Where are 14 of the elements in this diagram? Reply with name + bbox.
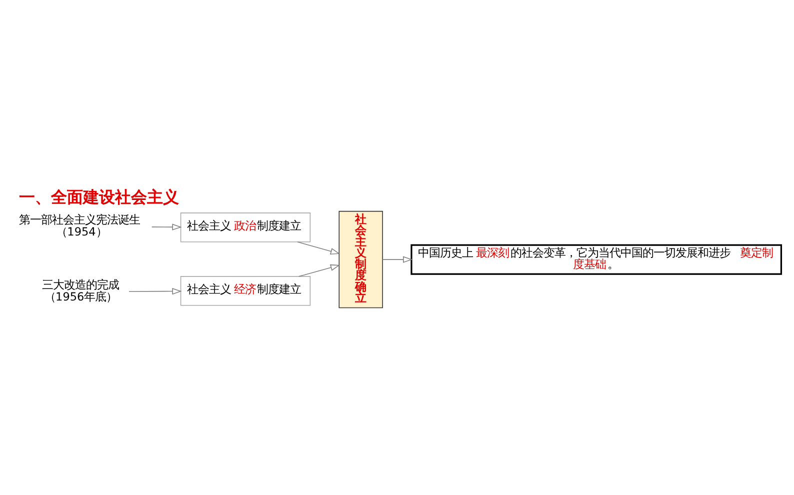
diagram-title: 一、全面建设社会主义 [19, 187, 180, 206]
arrow [297, 241, 340, 255]
arrow [128, 288, 182, 295]
node-label: （1954） [56, 226, 107, 239]
arrow [298, 264, 340, 277]
node-text: 三大改造的完成 [42, 278, 120, 292]
node-label: （1956年底） [44, 290, 118, 304]
node-text: 第一部社会主义宪法诞生 [19, 214, 140, 227]
node-box: 社会主义制度确立 [338, 210, 383, 308]
node-box: 中国历史上最深刻的社会变革，它为当代中国的一切发展和进步奠定制度基础。 [410, 244, 782, 275]
arrow [382, 256, 413, 263]
node-box: 社会主义政治制度建立 [180, 212, 311, 242]
arrow [151, 224, 182, 230]
node-box: 社会主义经济制度建立 [180, 276, 311, 306]
